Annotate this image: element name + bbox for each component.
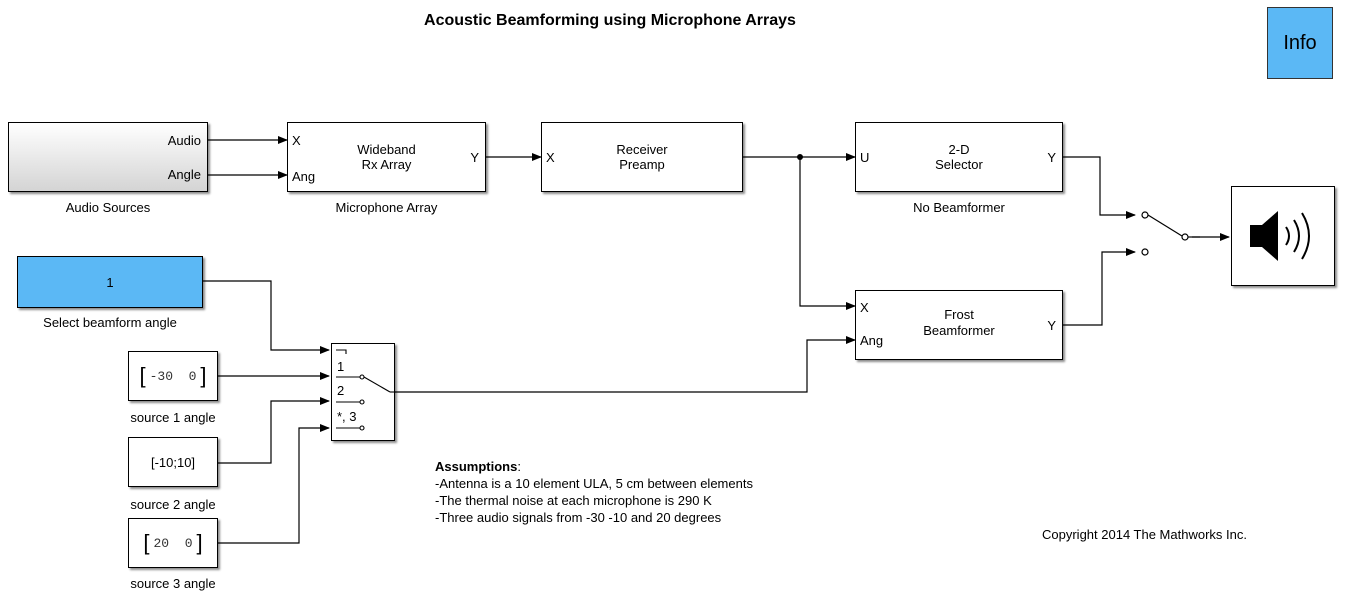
frost-x-port: X xyxy=(860,300,869,315)
source1-constant[interactable]: [ -30 0 ] xyxy=(128,351,218,401)
assumption-line: -Three audio signals from -30 -10 and 20… xyxy=(435,510,722,525)
assumption-line: -Antenna is a 10 element ULA, 5 cm betwe… xyxy=(435,476,753,491)
frost-y-port: Y xyxy=(1047,318,1056,333)
source2-value: [-10;10] xyxy=(150,454,196,470)
info-button[interactable]: Info xyxy=(1267,7,1333,79)
audio-output-block[interactable] xyxy=(1231,186,1335,286)
bracket-right-icon: ] xyxy=(200,363,207,388)
bracket-right-icon: ] xyxy=(196,530,203,555)
source2-constant[interactable]: [-10;10] xyxy=(128,437,218,487)
assumptions-note: Assumptions: -Antenna is a 10 element UL… xyxy=(435,459,753,525)
select-angle-value: 1 xyxy=(106,274,114,290)
copyright-text: Copyright 2014 The Mathworks Inc. xyxy=(1042,527,1247,542)
source3-caption: source 3 angle xyxy=(130,576,216,591)
selector-u-port: U xyxy=(860,150,870,165)
source3-constant[interactable]: [ 20 0 ] xyxy=(128,518,218,568)
bracket-left-icon: [ xyxy=(143,530,150,555)
selector-caption: No Beamformer xyxy=(913,200,1005,215)
receiver-preamp-block[interactable]: X Receiver Preamp xyxy=(541,122,743,192)
diagram-title: Acoustic Beamforming using Microphone Ar… xyxy=(424,12,796,29)
selector-label-2: Selector xyxy=(935,157,983,172)
switch-port-3: *, 3 xyxy=(337,409,357,424)
mic-y-port: Y xyxy=(470,150,479,165)
preamp-label-1: Receiver xyxy=(616,142,668,157)
preamp-x-port: X xyxy=(546,150,555,165)
preamp-label-2: Preamp xyxy=(619,157,665,172)
frost-ang-port: Ang xyxy=(860,333,884,348)
selector-y-port: Y xyxy=(1047,150,1056,165)
speaker-icon xyxy=(1250,211,1310,261)
switch-port-1: 1 xyxy=(337,359,345,374)
select-angle-caption: Select beamform angle xyxy=(43,315,177,330)
mic-ang-port: Ang xyxy=(292,169,316,184)
source1-caption: source 1 angle xyxy=(130,410,216,425)
source3-value: 20 0 xyxy=(153,535,193,551)
frost-label-2: Beamformer xyxy=(923,323,995,338)
mic-x-port: X xyxy=(292,133,301,148)
multiport-switch-block[interactable]: 1 2 *, 3 xyxy=(331,343,396,441)
switch-port-2: 2 xyxy=(337,383,345,398)
mic-label-2: Rx Array xyxy=(361,157,412,172)
select-angle-block[interactable]: 1 xyxy=(17,256,203,308)
mic-label-1: Wideband xyxy=(357,142,416,157)
microphone-array-block[interactable]: X Ang Y Wideband Rx Array xyxy=(287,122,486,192)
audio-sources-block[interactable]: Audio Angle xyxy=(8,122,208,192)
switch-icon xyxy=(336,349,396,431)
audio-port-label: Audio xyxy=(167,133,201,148)
assumptions-heading: Assumptions xyxy=(435,459,518,474)
selector-label-1: 2-D xyxy=(948,142,970,157)
bracket-left-icon: [ xyxy=(139,363,146,388)
source1-value: -30 0 xyxy=(149,368,197,384)
angle-port-label: Angle xyxy=(167,167,201,182)
assumption-line: -The thermal noise at each microphone is… xyxy=(435,493,712,508)
microphone-array-caption: Microphone Array xyxy=(335,200,438,215)
frost-label-1: Frost xyxy=(944,307,974,322)
selector-block[interactable]: U Y 2-D Selector xyxy=(855,122,1063,192)
frost-beamformer-block[interactable]: X Ang Y Frost Beamformer xyxy=(855,290,1063,360)
audio-sources-caption: Audio Sources xyxy=(65,200,151,215)
source2-caption: source 2 angle xyxy=(130,497,216,512)
